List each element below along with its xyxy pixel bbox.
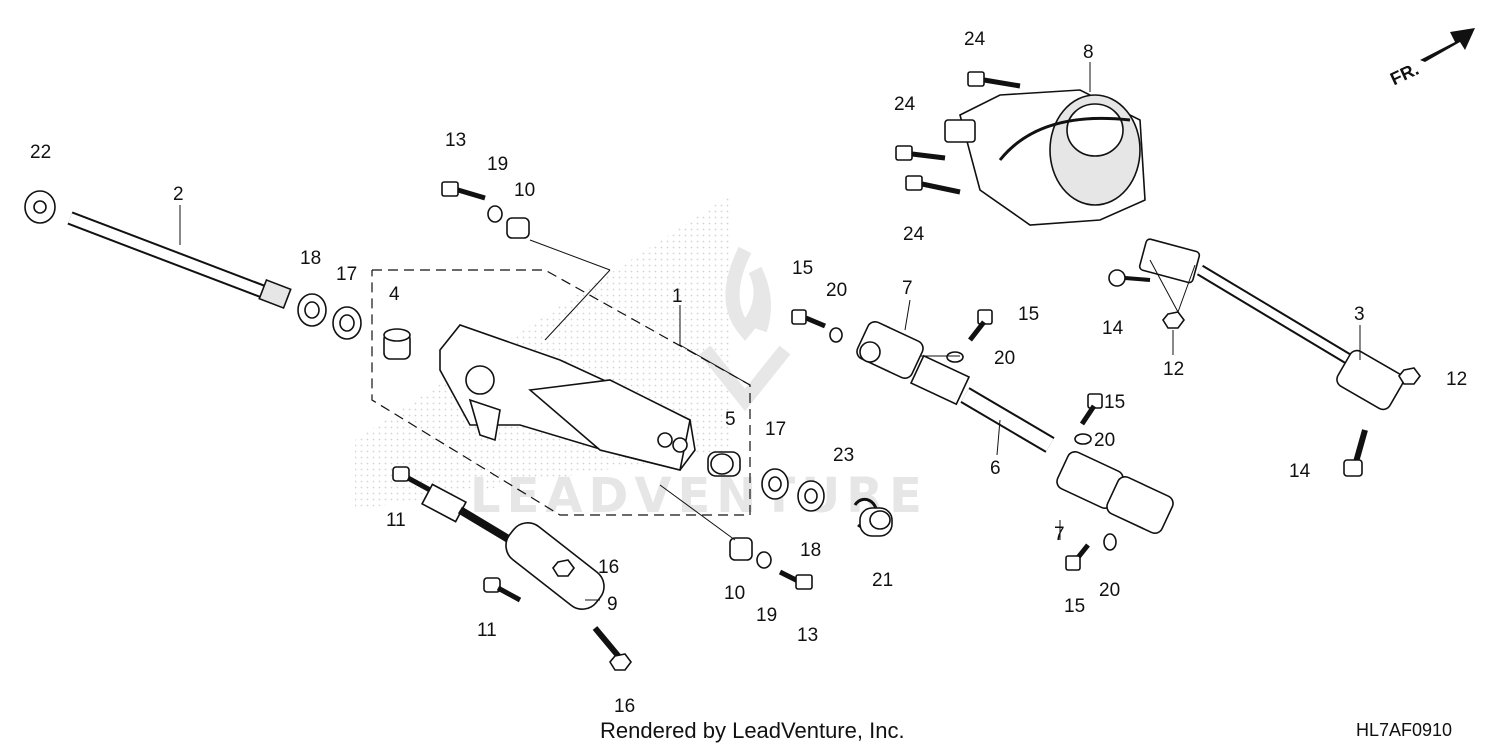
assembly-outline [371, 269, 751, 516]
callout-20-d: 20 [1099, 580, 1120, 601]
callout-15-a: 15 [792, 258, 813, 279]
callout-22: 22 [30, 142, 51, 163]
part-21-boot [859, 507, 893, 537]
callout-labels: 22 2 18 17 4 13 19 10 1 5 17 23 18 21 10… [30, 29, 1467, 717]
callout-20-c: 20 [1094, 430, 1115, 451]
part-20-washer-a [829, 327, 843, 343]
callout-16-upper: 16 [598, 557, 619, 578]
part-7-joint-upper [856, 321, 924, 379]
part-19-washer-upper [487, 205, 503, 223]
callout-3: 3 [1354, 304, 1365, 325]
front-direction-arrow: FR. [1387, 28, 1475, 89]
callout-10: 10 [514, 180, 535, 201]
callout-18-lower: 18 [800, 540, 821, 561]
callout-12-b: 12 [1446, 369, 1467, 390]
part-24-bolt-a [967, 71, 1021, 89]
watermark-text: LEADVENTURE [470, 468, 928, 524]
fr-label: FR. [1387, 59, 1422, 89]
callout-19: 19 [487, 154, 508, 175]
part-18-bushing-lower [797, 480, 825, 512]
callout-24-c: 24 [903, 224, 925, 245]
part-17-bushing-lower [761, 468, 789, 500]
callout-20-a: 20 [826, 280, 847, 301]
callout-7-lower: 7 [1054, 524, 1065, 545]
callout-15-b: 15 [1018, 304, 1039, 325]
callout-17: 17 [336, 264, 357, 285]
part-5-collar [707, 451, 741, 477]
callout-23: 23 [833, 445, 854, 466]
callout-6: 6 [990, 458, 1001, 479]
callout-14-a: 14 [1102, 318, 1124, 339]
callout-24-b: 24 [894, 94, 916, 115]
callout-14-b: 14 [1289, 461, 1311, 482]
callout-5: 5 [725, 409, 736, 430]
callout-12-a: 12 [1163, 359, 1184, 380]
callout-7-upper: 7 [902, 278, 913, 299]
part-13-bolt-upper [441, 181, 486, 201]
callout-17-lower: 17 [765, 419, 786, 440]
part-15-bolt-b [968, 309, 993, 342]
part-15-bolt-c [1079, 393, 1103, 426]
part-12-nut-b [1398, 367, 1421, 385]
callout-2: 2 [173, 184, 184, 205]
leader-lines [179, 62, 1361, 601]
part-1-column-housing [439, 324, 696, 471]
part-10-collar-upper [506, 217, 530, 239]
part-24-bolt-b [895, 145, 946, 161]
callout-9: 9 [607, 594, 618, 615]
callout-1: 1 [672, 286, 683, 307]
callout-24-a: 24 [964, 29, 986, 50]
callout-18: 18 [300, 248, 321, 269]
part-16-nut-lower [609, 653, 632, 671]
part-24-bolt-c [905, 175, 961, 195]
part-20-washer-b [946, 351, 964, 363]
part-20-washer-d [1103, 533, 1117, 551]
part-15-bolt-a [791, 309, 826, 329]
callout-13-lower: 13 [797, 625, 818, 646]
part-11-bolt-lower [483, 577, 522, 603]
callout-19-lower: 19 [756, 605, 777, 626]
callout-15-c: 15 [1104, 392, 1125, 413]
part-13-bolt-lower [778, 569, 813, 590]
rendered-by-footer: Rendered by LeadVenture, Inc. [600, 718, 905, 743]
diagram-code: HL7AF0910 [1356, 720, 1453, 740]
part-14-bolt-b [1343, 429, 1368, 477]
part-8-eps-unit [944, 89, 1146, 226]
part-18-bushing [297, 293, 327, 327]
callout-4: 4 [389, 284, 400, 305]
part-2-steering-shaft [24, 190, 292, 310]
callout-16-lower: 16 [614, 696, 635, 717]
callout-21: 21 [872, 570, 893, 591]
part-3-lower-shaft [1138, 238, 1404, 411]
callout-20-b: 20 [994, 348, 1015, 369]
part-6-intermediate-shaft [909, 354, 1055, 453]
part-7-joint-lower [1056, 451, 1174, 534]
part-4-collar [383, 328, 411, 360]
part-15-bolt-d [1065, 543, 1090, 571]
callout-8: 8 [1083, 42, 1094, 63]
part-20-washer-c [1074, 433, 1092, 445]
callout-11-upper: 11 [386, 510, 406, 531]
callout-13: 13 [445, 130, 466, 151]
part-11-bolt-upper [392, 466, 432, 493]
part-10-collar-lower [729, 537, 753, 561]
part-17-bushing [332, 306, 362, 340]
part-16-nut-upper [552, 559, 575, 577]
part-14-bolt-a [1108, 269, 1151, 287]
part-12-nut-a [1162, 311, 1185, 329]
part-19-washer-lower [756, 551, 772, 569]
callout-10-lower: 10 [724, 583, 745, 604]
callout-15-d: 15 [1064, 596, 1085, 617]
callout-11-lower: 11 [477, 620, 497, 641]
